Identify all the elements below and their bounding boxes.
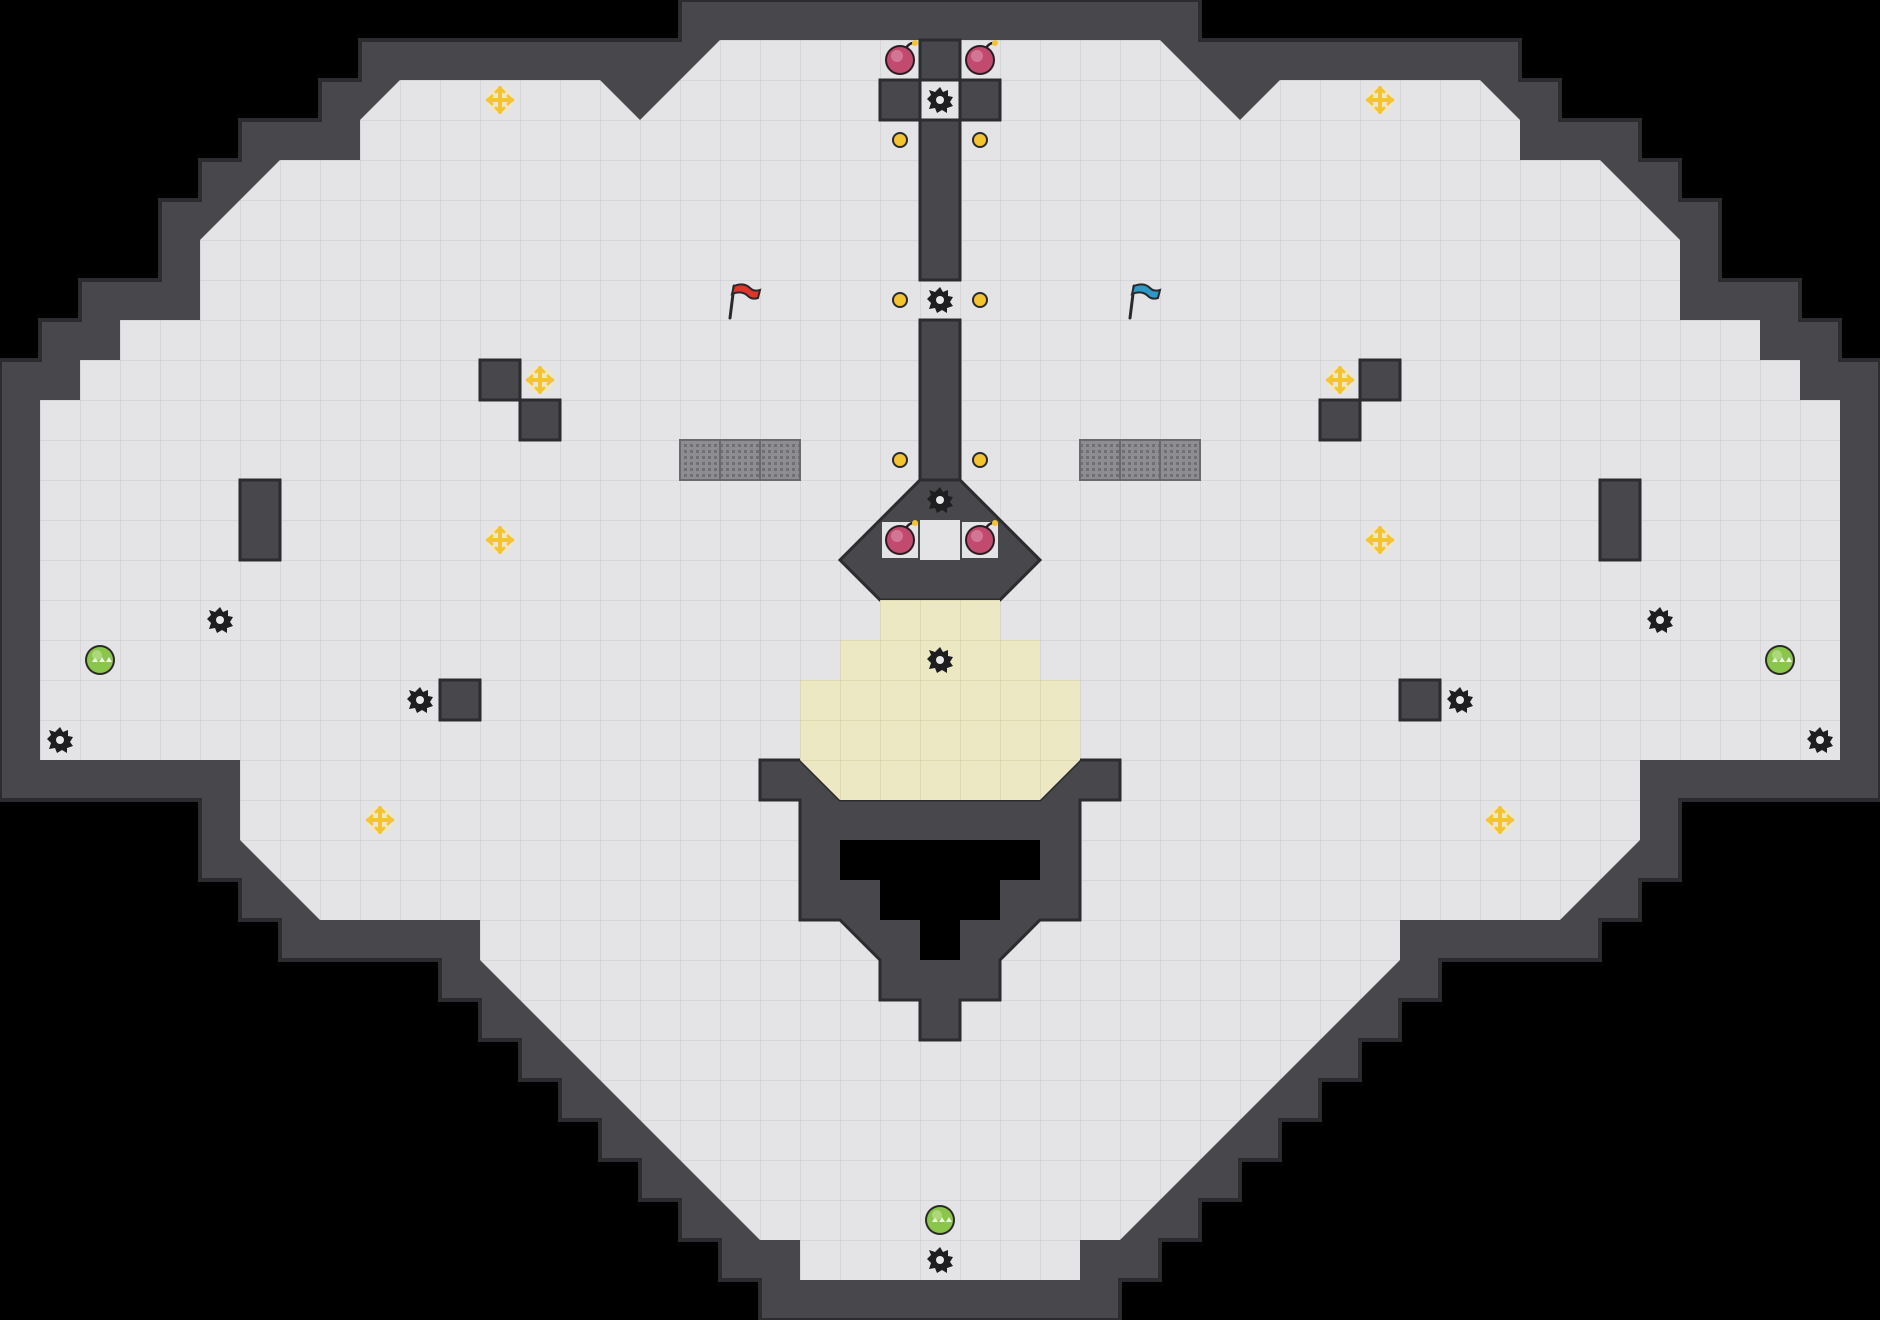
button-icon [972,292,988,308]
boost-icon [485,85,515,115]
button-icon [892,132,908,148]
boost-icon [1365,525,1395,555]
central-spine [837,38,1043,602]
boost-icon [1485,805,1515,835]
gates [679,439,1201,481]
boost-icon [485,525,515,555]
wall-blocks [238,358,1642,722]
boost-icon [365,805,395,835]
speed-pad-icon [925,1205,955,1235]
center-zone [800,600,1080,800]
boost-icon [1325,365,1355,395]
speed-pad-icon [1765,645,1795,675]
speed-pad-icon [85,645,115,675]
button-icon [892,452,908,468]
blue-flag-icon [1128,283,1162,320]
button-icon [972,132,988,148]
button-icon [892,292,908,308]
red-flag-icon [728,283,762,320]
boost-icon [1365,85,1395,115]
boost-icon [525,365,555,395]
button-icon [972,452,988,468]
